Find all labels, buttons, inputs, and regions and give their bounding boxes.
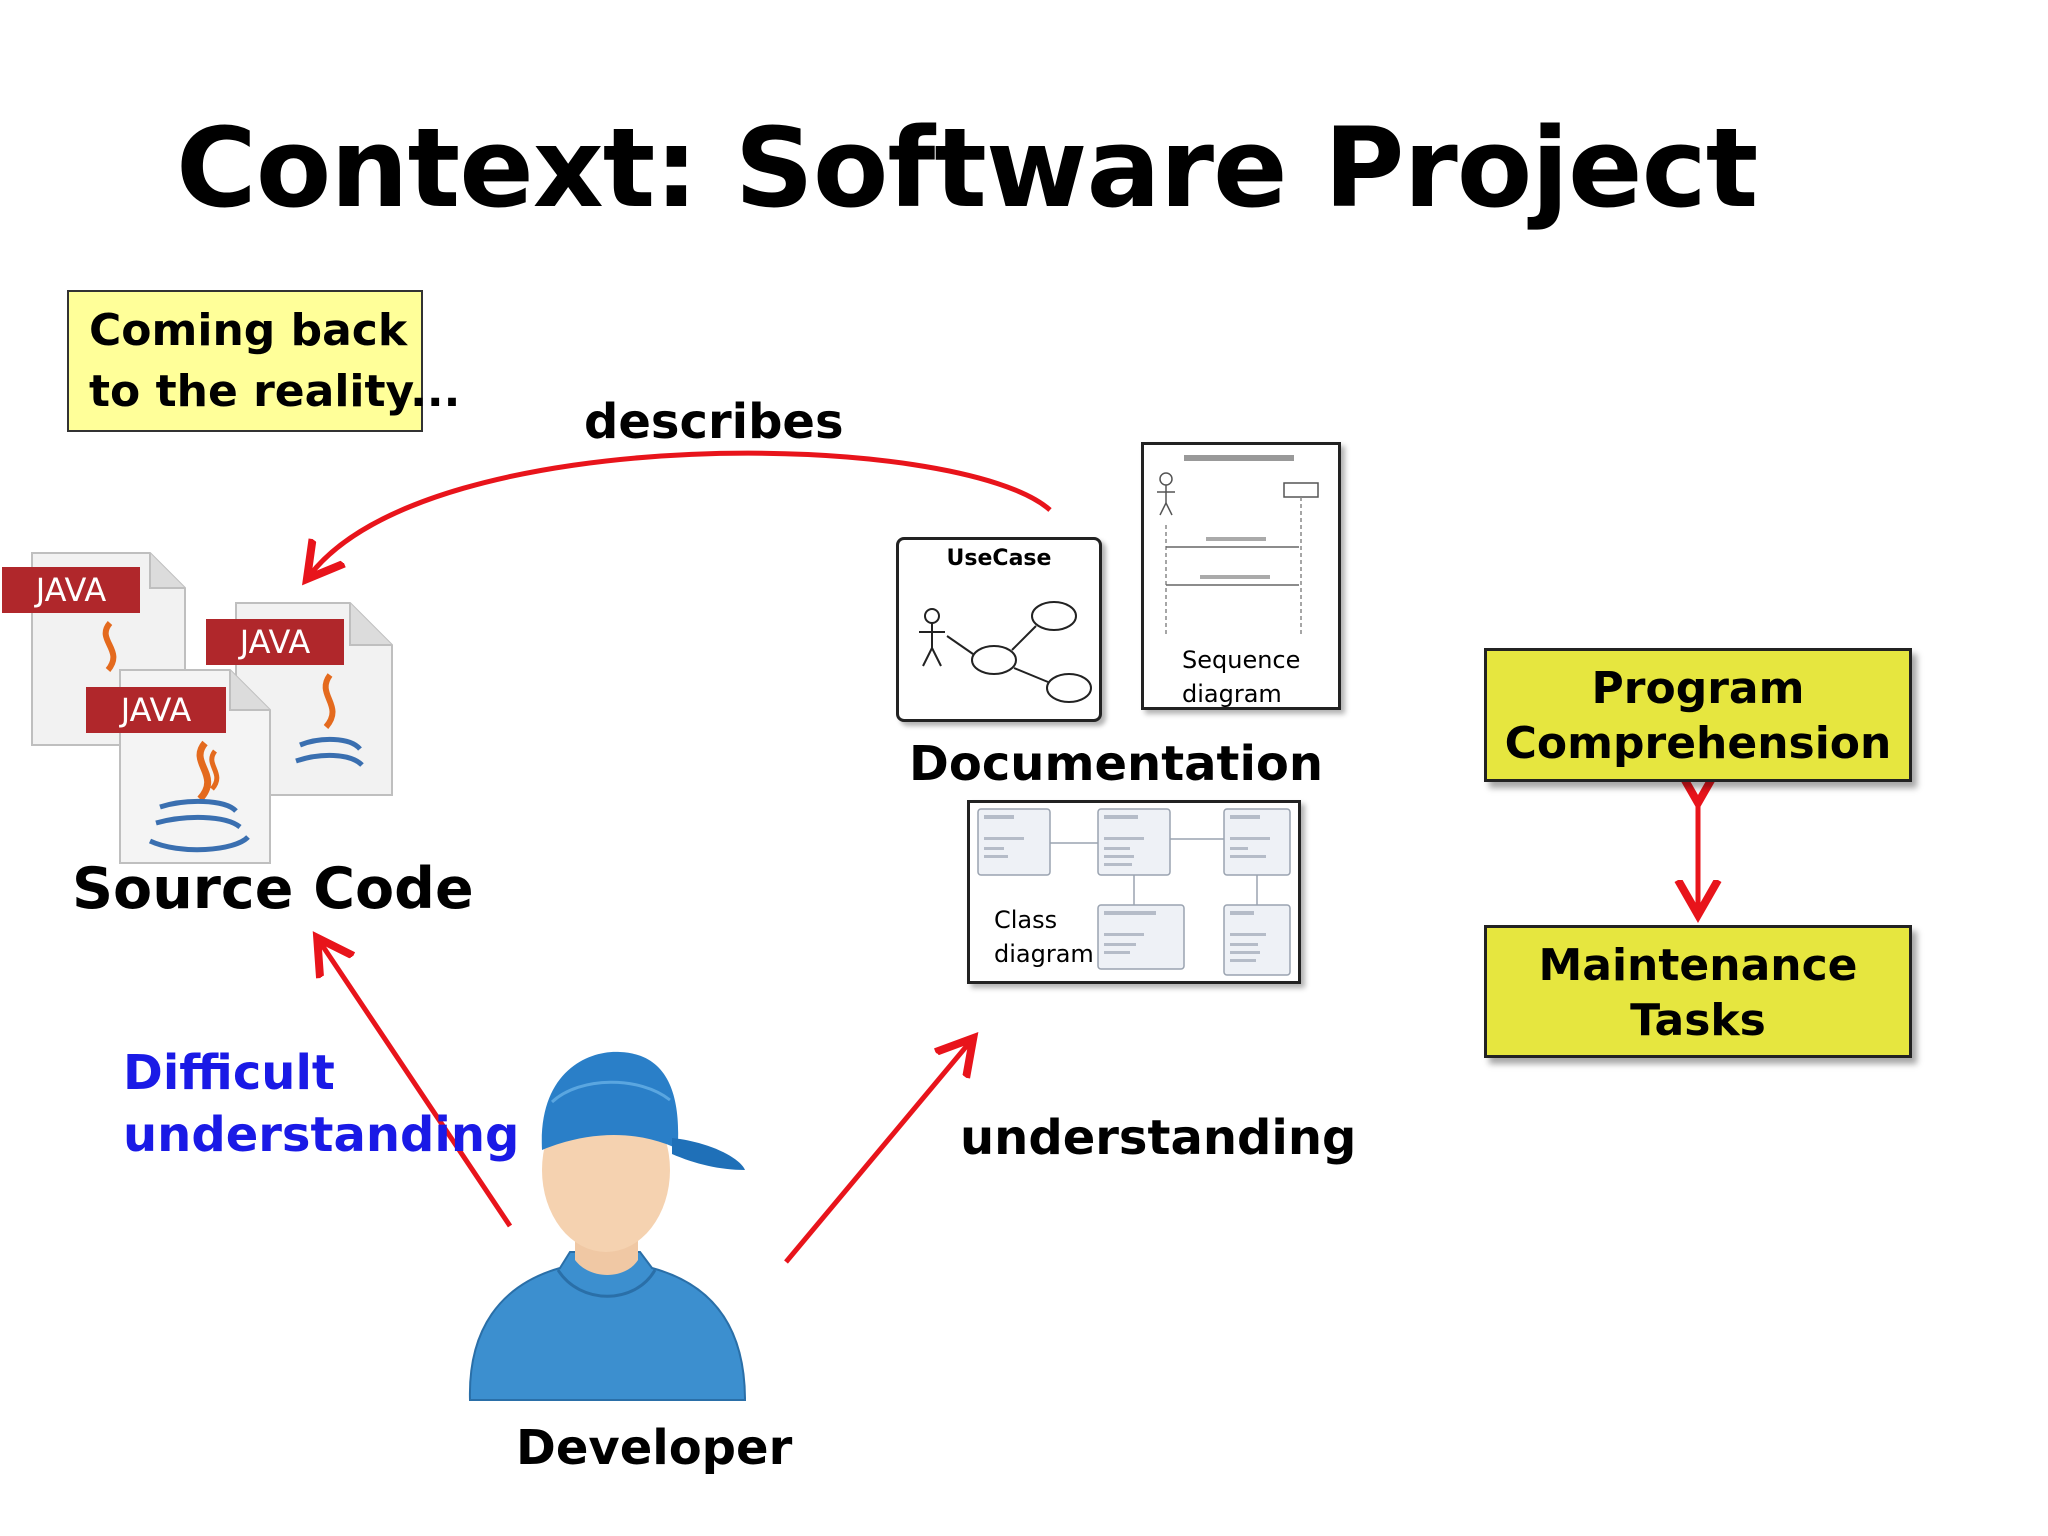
svg-text:JAVA: JAVA [34,571,107,609]
sequence-diagram-label: Sequence diagram [1182,643,1300,711]
program-comprehension-box: Program Comprehension [1484,648,1912,782]
callout-line-2: to the reality... [89,366,461,417]
svg-text:JAVA: JAVA [119,691,192,729]
class-label-line-1: Class [994,906,1058,934]
java-file-icon: JAVA [206,602,393,796]
class-label-line-2: diagram [994,940,1094,968]
difficult-understanding-label: Difficult understanding [123,1042,519,1166]
class-diagram-panel: Class diagram [967,800,1301,984]
sequence-label-line-1: Sequence [1182,646,1301,674]
difficult-line-1: Difficult [123,1045,335,1101]
usecase-diagram-panel: UseCase [896,537,1102,722]
documentation-label: Documentation [909,736,1324,792]
developer-avatar-icon [468,1051,747,1401]
developer-label: Developer [516,1420,793,1476]
slide-title: Context: Software Project [176,104,1758,232]
maintenance-tasks-line-1: Maintenance [1538,940,1858,991]
describes-label: describes [584,394,844,450]
program-comprehension-line-2: Comprehension [1504,718,1892,769]
difficult-understanding-arrow [320,942,513,1228]
program-comprehension-line-1: Program [1591,663,1805,714]
class-sketch-icon [977,808,1291,976]
callout-line-1: Coming back [89,305,408,356]
understanding-label: understanding [960,1110,1357,1166]
java-files-icon: JAVA JAVA JAVA [2,552,393,864]
difficult-line-2: understanding [123,1107,520,1163]
callout-note: Coming back to the reality... [67,290,461,432]
usecase-title: UseCase [946,546,1052,571]
describes-arrow [310,450,1052,575]
sequence-sketch-icon [1157,455,1319,635]
usecase-sketch-icon [919,601,1092,703]
source-code-label: Source Code [72,856,474,922]
svg-text:JAVA: JAVA [238,623,311,661]
maintenance-tasks-box: Maintenance Tasks [1484,925,1912,1058]
sequence-label-line-2: diagram [1182,680,1282,708]
class-diagram-label: Class diagram [994,903,1094,971]
sequence-diagram-panel: Sequence diagram [1141,442,1341,710]
java-file-icon: JAVA [86,669,271,864]
maintenance-tasks-line-2: Tasks [1630,995,1766,1046]
understanding-arrow [784,1042,970,1264]
